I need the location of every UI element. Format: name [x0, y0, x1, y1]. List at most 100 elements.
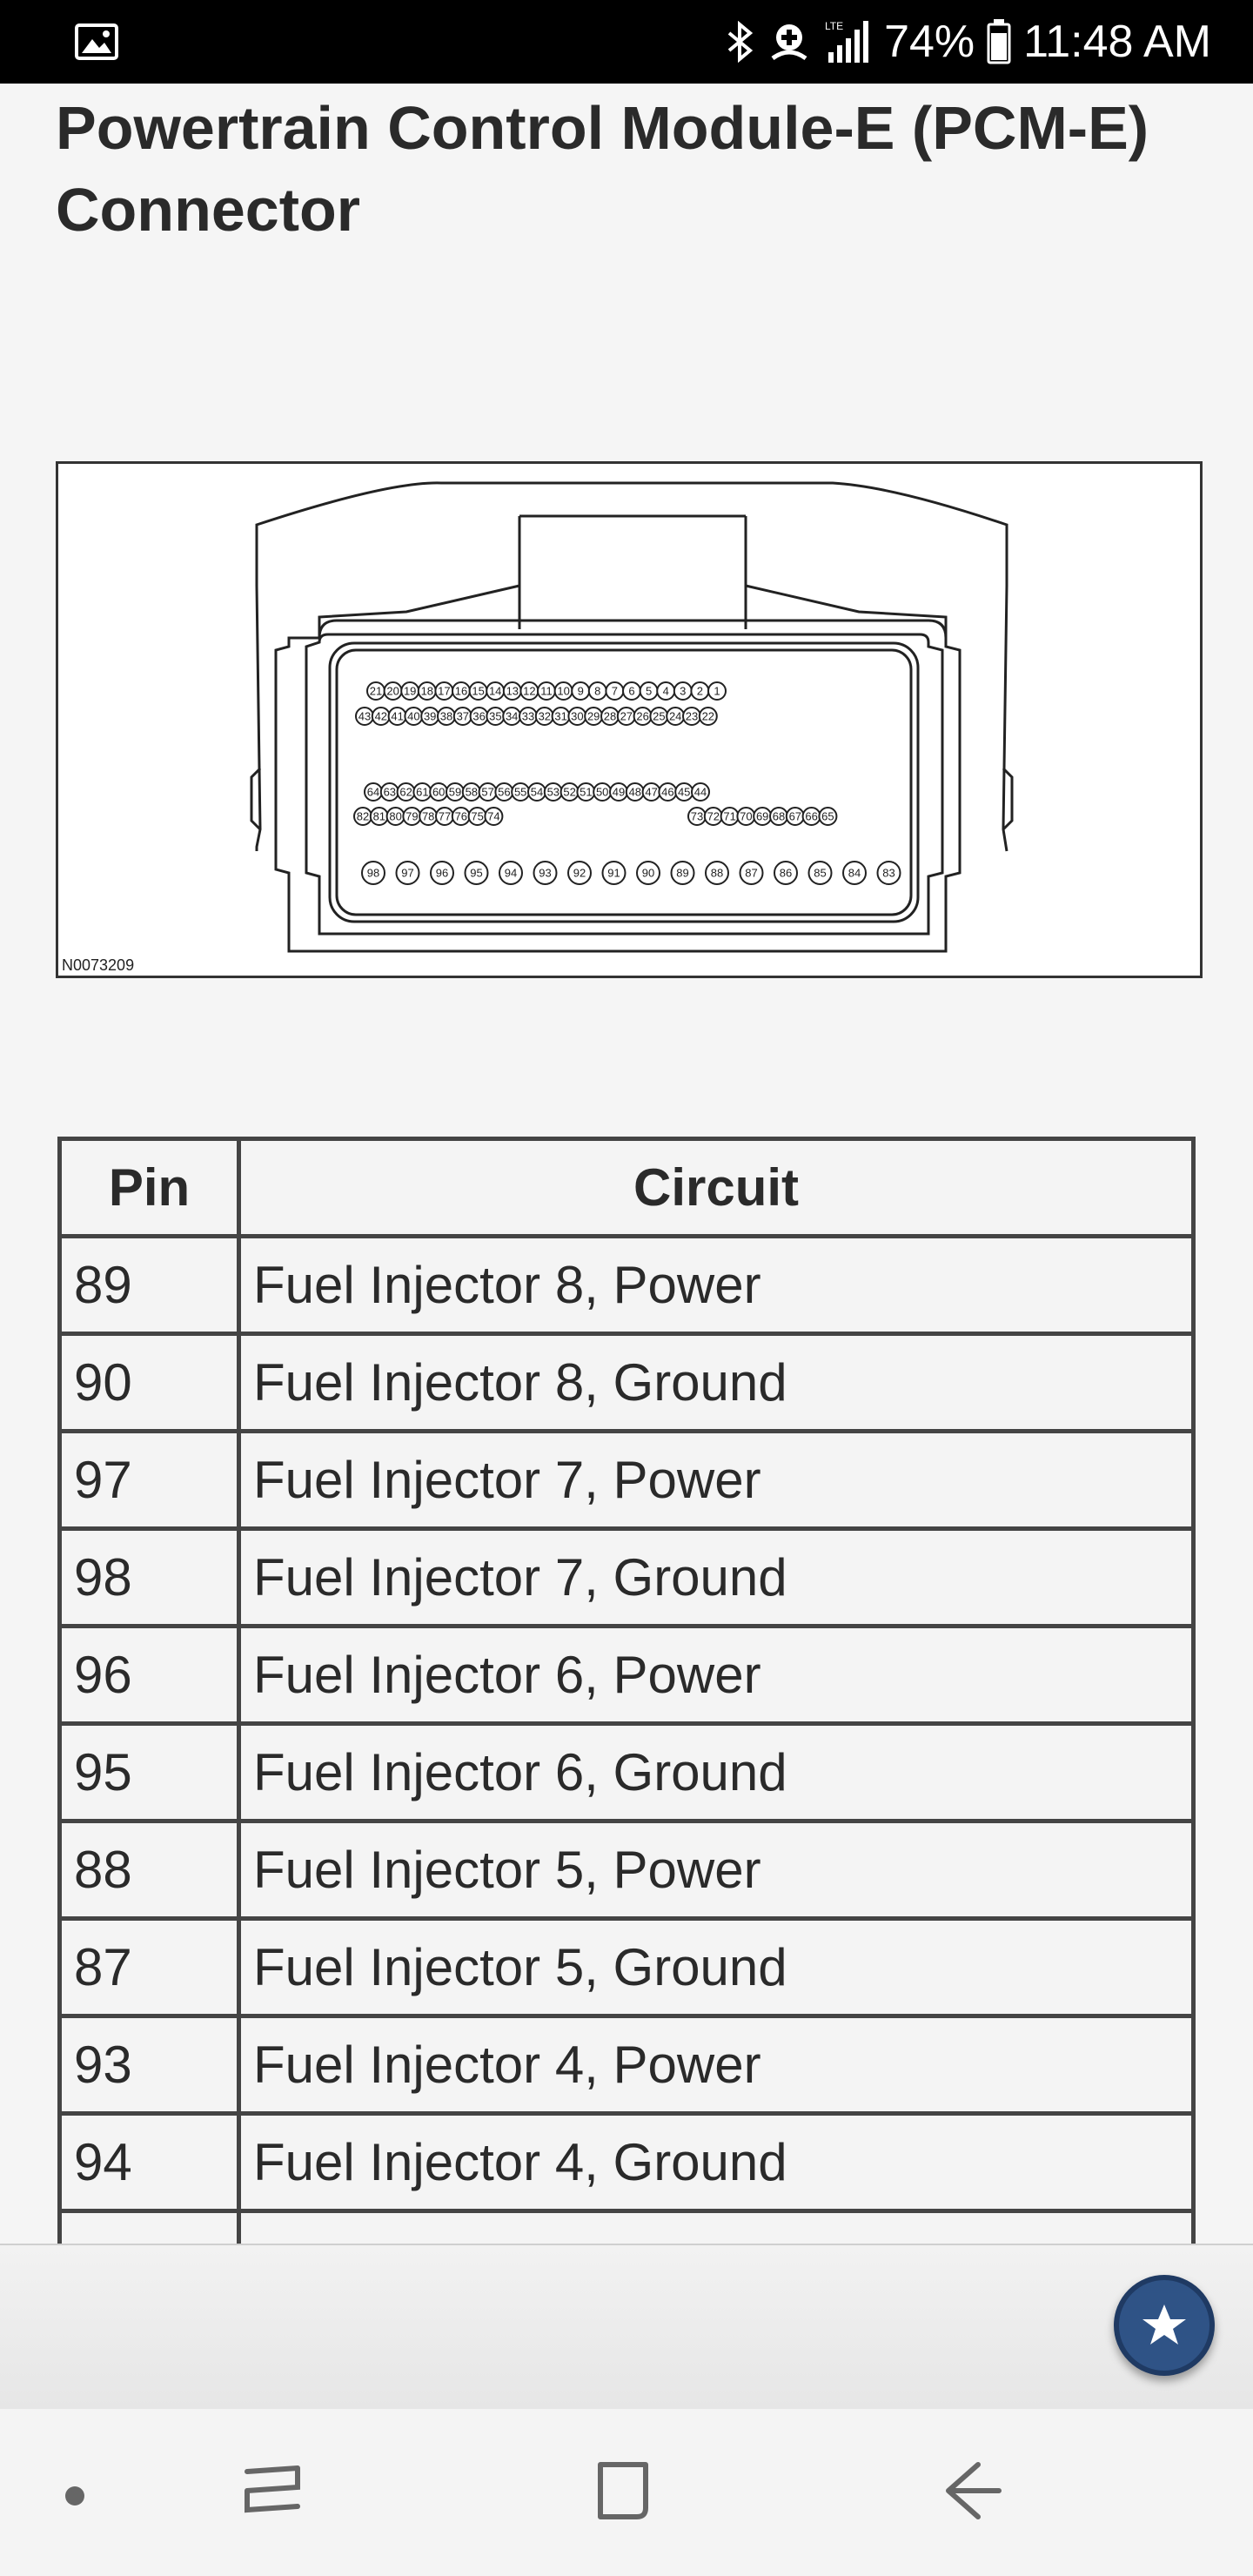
connector-pin-label: 72: [707, 810, 720, 823]
circuit-cell: Fuel Injector 7, Power: [237, 1429, 1196, 1531]
star-icon: [1142, 2304, 1186, 2345]
connector-pin: [774, 861, 798, 885]
connector-pin-label: 42: [375, 710, 387, 723]
connector-pin-label: 40: [407, 710, 419, 723]
connector-pin: [691, 782, 710, 802]
header-circuit: Circuit: [237, 1137, 1196, 1238]
connector-pin-label: 9: [578, 685, 584, 698]
data-saver-icon: [771, 24, 807, 61]
connector-pin-label: 80: [389, 810, 401, 823]
connector-pin-label: 64: [367, 786, 379, 799]
connector-pin-label: 75: [471, 810, 483, 823]
bluetooth-icon: [727, 21, 754, 63]
circuit-cell: Fuel Injector 4, Power: [237, 2014, 1196, 2116]
connector-pin-label: 31: [554, 710, 566, 723]
connector-pin-label: 87: [745, 867, 757, 880]
connector-pin: [705, 861, 729, 885]
connector-pin-label: 26: [636, 710, 648, 723]
connector-pin-label: 61: [416, 786, 428, 799]
connector-pin-label: 88: [711, 867, 723, 880]
pin-cell: 96: [57, 1624, 241, 1726]
pin-cell: 88: [57, 1819, 241, 1921]
connector-pin: [707, 681, 727, 701]
pin-cell: 94: [57, 2111, 241, 2213]
diagram-code: N0073209: [62, 956, 134, 974]
connector-pin-label: 76: [455, 810, 467, 823]
connector-pin-label: 54: [531, 786, 543, 799]
circuit-cell: Fuel Injector 6, Power: [237, 1624, 1196, 1726]
back-icon[interactable]: [940, 2454, 1006, 2527]
connector-pin-label: 7: [612, 685, 618, 698]
status-time: 11:48 AM: [1023, 17, 1211, 67]
navigation-bar: [0, 2409, 1253, 2576]
connector-pin-label: 43: [358, 710, 371, 723]
connector-pin-label: 23: [686, 710, 698, 723]
battery-percent: 74%: [884, 17, 975, 67]
connector-pin-label: 84: [848, 867, 861, 880]
connector-pin-label: 17: [438, 685, 450, 698]
connector-pin-label: 18: [421, 685, 433, 698]
connector-pin: [636, 861, 660, 885]
connector-pin-label: 68: [773, 810, 785, 823]
favorite-button[interactable]: [1114, 2275, 1215, 2376]
header-pin: Pin: [57, 1137, 241, 1238]
connector-pin-label: 83: [882, 867, 895, 880]
connector-pin-label: 21: [370, 685, 382, 698]
connector-pin: [807, 861, 833, 885]
dot-icon[interactable]: [63, 2484, 87, 2508]
connector-pin-label: 92: [573, 867, 586, 880]
connector-pin-label: 89: [676, 867, 688, 880]
gallery-icon: [75, 23, 118, 60]
connector-pin: [499, 861, 523, 885]
recent-apps-icon[interactable]: [242, 2454, 303, 2527]
connector-pin-label: 95: [470, 867, 482, 880]
circuit-cell: Fuel Injector 8, Ground: [237, 1332, 1196, 1433]
connector-pin: [818, 807, 838, 826]
connector-pin-label: 86: [780, 867, 792, 880]
connector-pin-label: 13: [506, 685, 519, 698]
connector-pin-label: 4: [663, 685, 669, 698]
connector-pin-label: 46: [661, 786, 673, 799]
circuit-cell: Fuel Injector 4, Ground: [237, 2111, 1196, 2213]
connector-pin: [430, 861, 454, 885]
connector-pin-label: 90: [642, 867, 654, 880]
connector-pin-label: 1: [714, 685, 720, 698]
circuit-cell: Fuel Injector 8, Power: [237, 1234, 1196, 1336]
table-header-row: Pin Circuit: [57, 1137, 1196, 1238]
pin-cell: 87: [57, 1916, 241, 2018]
bottom-panel: [0, 2244, 1253, 2411]
connector-pin-label: 85: [814, 867, 826, 880]
pin-cell: 97: [57, 1429, 241, 1531]
connector-pin-label: 67: [789, 810, 801, 823]
connector-pin-label: 6: [628, 685, 634, 698]
circuit-cell: Fuel Injector 7, Ground: [237, 1526, 1196, 1628]
connector-pin-label: 91: [607, 867, 620, 880]
connector-pin-label: 73: [691, 810, 703, 823]
connector-pin: [395, 861, 420, 885]
connector-pin: [361, 861, 385, 885]
connector-pin-label: 81: [373, 810, 385, 823]
connector-pin-label: 24: [669, 710, 681, 723]
connector-pin-label: 58: [466, 786, 478, 799]
connector-pin-label: 11: [540, 685, 553, 698]
connector-pin-label: 49: [613, 786, 625, 799]
connector-pin-label: 25: [653, 710, 665, 723]
connector-pin-label: 19: [404, 685, 416, 698]
connector-pin-label: 57: [481, 786, 493, 799]
battery-icon: [987, 19, 1011, 64]
connector-pin-label: 63: [384, 786, 396, 799]
pin-cell: 90: [57, 1332, 241, 1433]
connector-pin-label: 70: [740, 810, 752, 823]
connector-pin-label: 22: [702, 710, 714, 723]
connector-pin: [464, 861, 489, 885]
home-icon[interactable]: [592, 2454, 654, 2527]
connector-pin-label: 71: [723, 810, 735, 823]
connector-pin: [842, 861, 867, 885]
